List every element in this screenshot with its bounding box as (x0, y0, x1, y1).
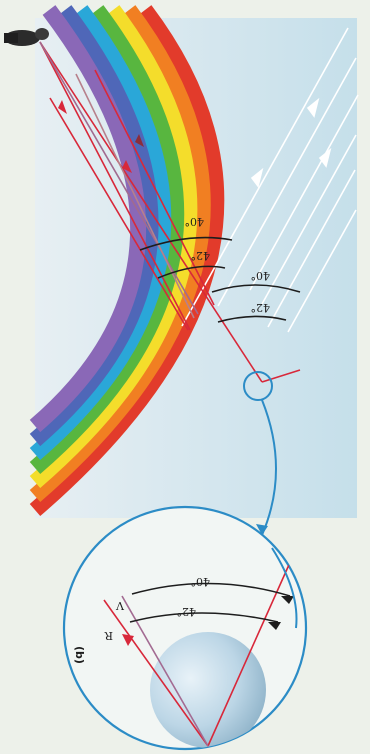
label-upper-inner-angle: 42° (191, 249, 211, 262)
label-upper-outer-angle: 40° (185, 215, 205, 228)
label-drop-outer-angle: 40° (191, 575, 211, 588)
label-drop-inner-angle: 42° (177, 605, 197, 618)
label-lower-outer-angle: 40° (251, 269, 271, 282)
label-small-angle-v: V (115, 599, 125, 612)
label-small-angle-r: R (104, 629, 113, 642)
panel-letter: (b) (73, 646, 86, 664)
magnified-drop-panel (64, 507, 306, 749)
label-lower-inner-angle: 42° (251, 301, 271, 314)
